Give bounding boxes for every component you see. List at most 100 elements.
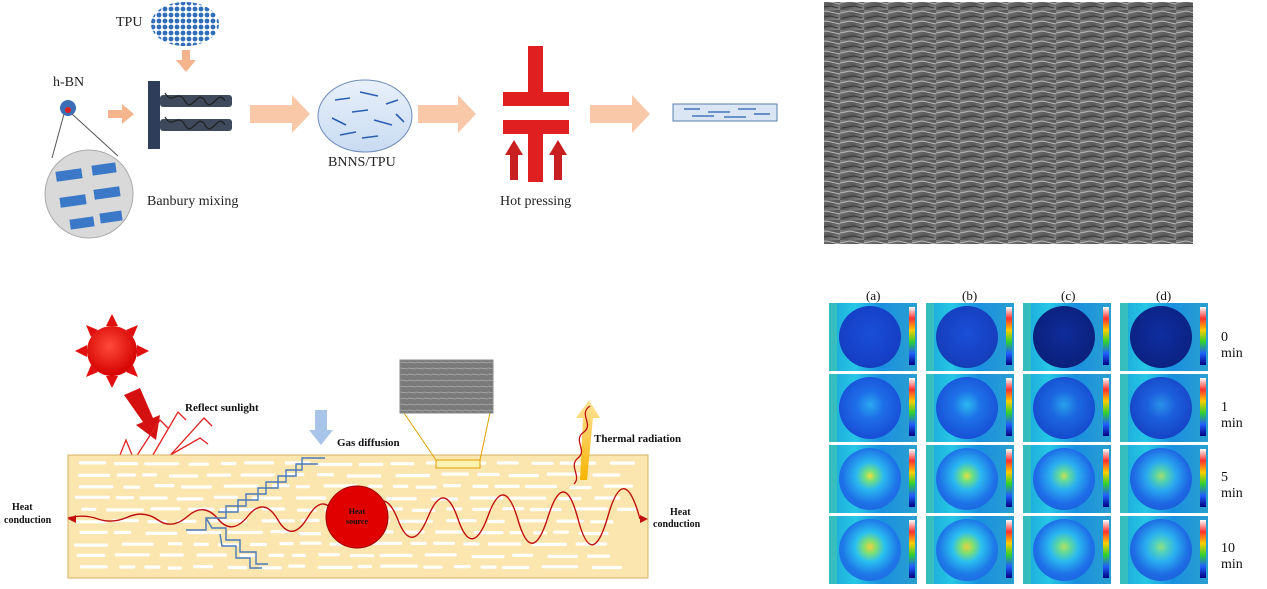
thermal-image-edge xyxy=(1023,516,1031,584)
foam-pore xyxy=(121,542,154,546)
thermal-image-edge xyxy=(829,374,837,442)
thermal-sample-disk xyxy=(1130,448,1192,510)
thermal-image-edge xyxy=(1120,374,1128,442)
thermal-image-edge xyxy=(1023,303,1031,371)
foam-pore xyxy=(396,519,433,523)
foam-pore xyxy=(480,565,497,569)
foam-pore xyxy=(453,565,471,569)
tpu-label: TPU xyxy=(116,15,142,30)
hot-press xyxy=(503,46,569,182)
thermal-color-scale xyxy=(1006,449,1012,507)
foam-pore xyxy=(251,496,282,500)
foam-pore xyxy=(291,553,306,558)
foam-pore xyxy=(587,554,611,558)
foam-pore xyxy=(531,542,567,546)
thermal-color-scale xyxy=(1006,520,1012,578)
foam-pore xyxy=(441,472,469,476)
tpu-granules xyxy=(151,2,219,46)
sunlight-arrow xyxy=(124,388,160,440)
thermal-image-edge xyxy=(926,516,934,584)
foam-pore xyxy=(603,484,634,488)
foam-pore xyxy=(558,497,582,501)
thermal-image-b-5min xyxy=(926,445,1014,513)
foam-pore xyxy=(477,472,500,477)
foam-pore xyxy=(113,530,132,534)
foam-pore xyxy=(123,485,141,489)
foam-pore xyxy=(116,473,136,477)
foam-pore xyxy=(541,565,579,569)
thermal-color-scale xyxy=(1200,378,1206,436)
foam-pore xyxy=(547,554,578,558)
foam-pore xyxy=(445,519,477,523)
thermal-color-scale xyxy=(909,378,915,436)
heat-source-line1: Heat xyxy=(349,507,366,516)
foam-pore xyxy=(168,474,199,478)
heat-right-line2: conduction xyxy=(653,519,701,530)
foam-pore xyxy=(79,565,108,569)
foam-pore xyxy=(167,542,183,546)
row-label-10min: 10 min xyxy=(1221,541,1243,572)
thermal-image-c-5min xyxy=(1023,445,1111,513)
column-label-b: (b) xyxy=(962,288,978,303)
foam-pore xyxy=(472,507,493,511)
thermal-image-edge xyxy=(926,445,934,513)
thermal-sample-disk xyxy=(1033,519,1095,581)
foam-pore xyxy=(154,484,175,488)
thermal-image-edge xyxy=(829,303,837,371)
heat-left-line1: Heat xyxy=(12,502,33,513)
foam-pore xyxy=(74,543,109,547)
foam-pore xyxy=(206,473,232,477)
foam-pore xyxy=(575,542,608,546)
foam-pore xyxy=(268,553,285,557)
thermal-image-edge xyxy=(1023,445,1031,513)
foam-pore xyxy=(78,461,107,465)
thermal-sample-disk xyxy=(839,519,901,581)
foam-pore xyxy=(220,462,237,466)
sem-image xyxy=(824,2,1193,244)
thermal-color-scale xyxy=(909,449,915,507)
thermal-sample-disk xyxy=(936,306,998,368)
foam-pore xyxy=(590,520,614,524)
foam-pore xyxy=(239,553,256,558)
foam-pore xyxy=(258,566,283,570)
hbn-label: h-BN xyxy=(53,75,84,90)
foam-pore xyxy=(592,473,621,477)
foam-pore xyxy=(78,485,114,489)
foam-pore xyxy=(502,507,525,511)
foam-pore xyxy=(509,531,524,535)
foam-pore xyxy=(616,507,637,511)
foam-pore xyxy=(390,462,415,466)
foam-pore xyxy=(546,472,584,476)
thermal-color-scale xyxy=(1006,378,1012,436)
foam-pore xyxy=(298,532,322,536)
foam-pore xyxy=(559,461,596,465)
thermal-sample-disk xyxy=(1130,377,1192,439)
foam-pore xyxy=(424,553,457,557)
foam-pore xyxy=(300,518,320,522)
foam-pore xyxy=(159,553,184,557)
foam-pore xyxy=(188,462,210,466)
arrow-to-mixer xyxy=(108,104,134,124)
thermal-sample-disk xyxy=(936,519,998,581)
foam-pore xyxy=(299,541,322,545)
gas-label: Gas diffusion xyxy=(337,437,400,449)
foam-pore xyxy=(553,530,570,534)
thermal-image-b-10min xyxy=(926,516,1014,584)
foam-pore xyxy=(592,565,622,570)
thermal-color-scale xyxy=(1200,520,1206,578)
thermal-image-b-1min xyxy=(926,374,1014,442)
gas-arrow xyxy=(309,410,333,445)
thermal-sample-disk xyxy=(936,377,998,439)
foam-pore xyxy=(494,484,520,488)
foam-pore xyxy=(244,461,275,465)
thermal-sample-disk xyxy=(839,448,901,510)
foam-pore xyxy=(435,530,463,534)
foam-pore xyxy=(531,461,554,465)
foam-pore xyxy=(512,553,534,557)
foam-pore xyxy=(380,564,418,568)
foam-pore xyxy=(594,496,621,500)
foam-pore xyxy=(196,553,228,557)
zoom-sem-image xyxy=(399,359,494,414)
foam-pore xyxy=(78,473,111,477)
foam-pore xyxy=(193,565,214,569)
